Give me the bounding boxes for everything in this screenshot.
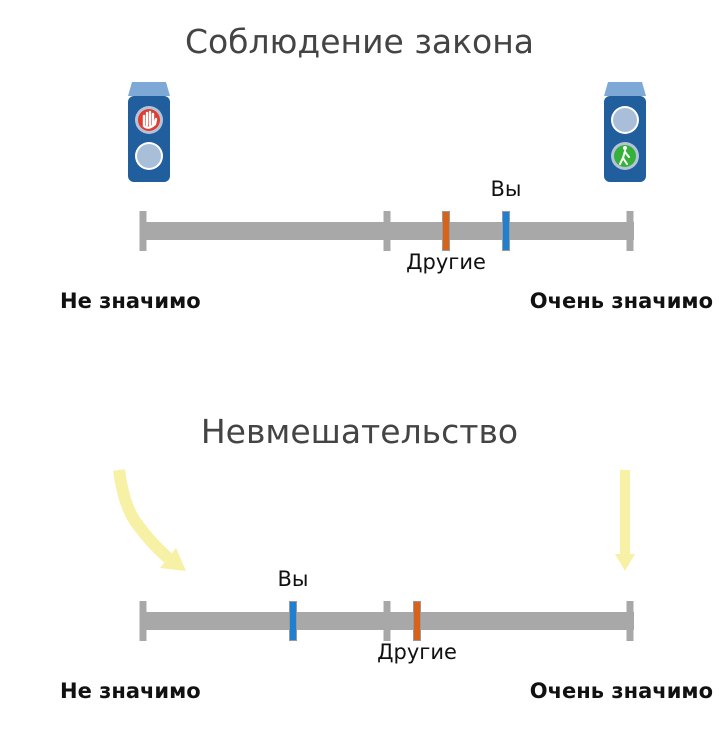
others-marker-label: Другие: [406, 250, 486, 274]
section-title-law: Соблюдение закона: [184, 22, 535, 61]
section-title-noninterference: Невмешательство: [200, 412, 519, 451]
others-marker-label: Другие: [377, 640, 457, 664]
you-marker-label: Вы: [277, 567, 309, 591]
others-marker: [413, 601, 421, 641]
scale-right-label-noninterference: Очень значимо: [529, 679, 713, 703]
scale-left-label-law: Не значимо: [60, 289, 201, 313]
curved-arrow-icon: [113, 469, 186, 571]
importance-scale-law: Вы Другие: [139, 177, 634, 274]
scale-right-label-law: Очень значимо: [529, 289, 713, 313]
scale-left-label-noninterference: Не значимо: [60, 679, 201, 703]
you-marker-label: Вы: [490, 177, 522, 201]
scale-tick-min: [139, 211, 147, 251]
scale-tick-mid: [383, 601, 391, 641]
down-arrow-icon: [615, 470, 635, 571]
scale-tick-max: [626, 211, 634, 251]
you-marker: [502, 211, 510, 251]
green-walk-traffic-light-icon: [604, 82, 646, 182]
scale-tick-mid: [383, 211, 391, 251]
others-marker: [442, 211, 450, 251]
scale-tick-max: [626, 601, 634, 641]
scale-tick-min: [139, 601, 147, 641]
importance-scale-noninterference: Вы Другие: [139, 567, 634, 664]
red-stop-hand-traffic-light-icon: [128, 82, 170, 182]
you-marker: [289, 601, 297, 641]
